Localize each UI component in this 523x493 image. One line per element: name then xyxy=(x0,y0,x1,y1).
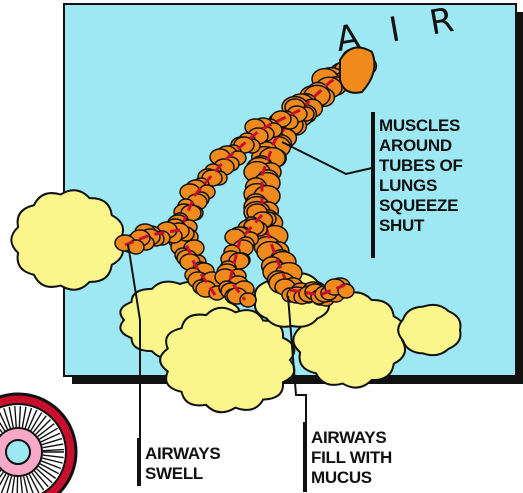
label-line: AIRWAYS xyxy=(145,444,220,464)
label-line: TUBES OF xyxy=(379,156,463,176)
label-line: FILL WITH xyxy=(311,448,392,468)
label-airways-swell: AIRWAYS SWELL xyxy=(145,444,220,484)
label-muscles-squeeze: MUSCLES AROUND TUBES OF LUNGS SQUEEZE SH… xyxy=(379,116,463,236)
label-line: SHUT xyxy=(379,216,463,236)
label-line: MUCUS xyxy=(311,468,392,488)
label-line: LUNGS xyxy=(379,176,463,196)
airway-cross-section xyxy=(0,394,76,493)
label-line: AROUND xyxy=(379,136,463,156)
label-line: MUSCLES xyxy=(379,116,463,136)
label-line: SQUEEZE xyxy=(379,196,463,216)
label-airways-mucus: AIRWAYS FILL WITH MUCUS xyxy=(311,428,392,488)
label-line: SWELL xyxy=(145,464,220,484)
label-line: AIRWAYS xyxy=(311,428,392,448)
